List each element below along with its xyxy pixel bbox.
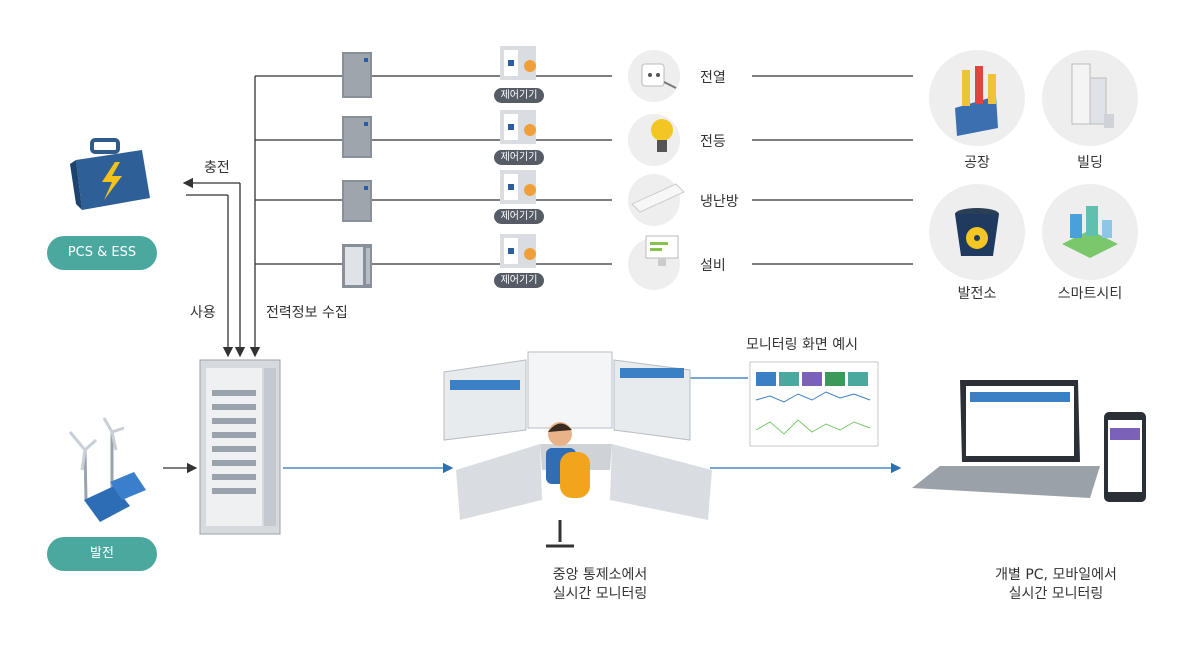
power-info-label: 전력정보 수집 — [266, 305, 348, 321]
main-panel-icon — [199, 359, 281, 535]
control-device-tag: 제어기기 — [494, 150, 544, 165]
central-caption-line1: 중앙 통제소에서 — [552, 567, 648, 583]
mobile-phone-icon — [1104, 412, 1146, 502]
pcs-ess-pill: PCS & ESS — [47, 236, 157, 270]
facility-label-factory: 공장 — [964, 155, 990, 171]
personal-caption-line1: 개별 PC, 모바일에서 — [995, 567, 1117, 583]
battery-icon — [70, 138, 150, 210]
factory-icon — [955, 66, 998, 136]
control-device-icons — [500, 46, 536, 268]
facility-label-power-plant: 발전소 — [957, 286, 997, 302]
control-device-tag: 제어기기 — [494, 209, 544, 224]
monitoring-example-title: 모니터링 화면 예시 — [746, 337, 858, 353]
load-label-hvac: 냉난방 — [700, 194, 739, 210]
building-icon — [1071, 63, 1114, 128]
facility-label-building: 빌딩 — [1077, 155, 1103, 171]
use-label: 사용 — [190, 305, 216, 321]
personal-monitoring-caption: 개별 PC, 모바일에서 실시간 모니터링 — [995, 566, 1117, 604]
control-room-icon — [443, 351, 712, 548]
load-label-lighting: 전등 — [700, 134, 726, 150]
facility-label-smart-city: 스마트시티 — [1057, 286, 1123, 302]
monitoring-screen-example — [749, 361, 879, 447]
light-bulb-icon — [651, 119, 673, 152]
load-icons — [628, 50, 685, 290]
smart-city-icon — [1062, 206, 1118, 258]
wind-solar-icon — [68, 417, 146, 522]
load-label-heating: 전열 — [700, 70, 726, 86]
generation-pill: 발전 — [47, 537, 157, 571]
outlet-icon — [641, 63, 677, 89]
charge-label: 충전 — [204, 160, 230, 176]
control-device-tag: 제어기기 — [494, 273, 544, 288]
equipment-monitor-icon — [645, 235, 679, 266]
bus-lines — [163, 75, 913, 474]
load-label-equipment: 설비 — [700, 258, 726, 274]
control-device-tag: 제어기기 — [494, 88, 544, 103]
central-caption-line2: 실시간 모니터링 — [552, 586, 648, 602]
personal-caption-line2: 실시간 모니터링 — [1008, 586, 1104, 602]
central-monitoring-caption: 중앙 통제소에서 실시간 모니터링 — [553, 566, 648, 604]
facility-icons — [929, 50, 1138, 280]
distribution-cabinets — [342, 52, 372, 288]
power-plant-icon — [955, 208, 999, 256]
air-conditioner-icon — [631, 183, 685, 213]
laptop-icon — [912, 380, 1100, 498]
